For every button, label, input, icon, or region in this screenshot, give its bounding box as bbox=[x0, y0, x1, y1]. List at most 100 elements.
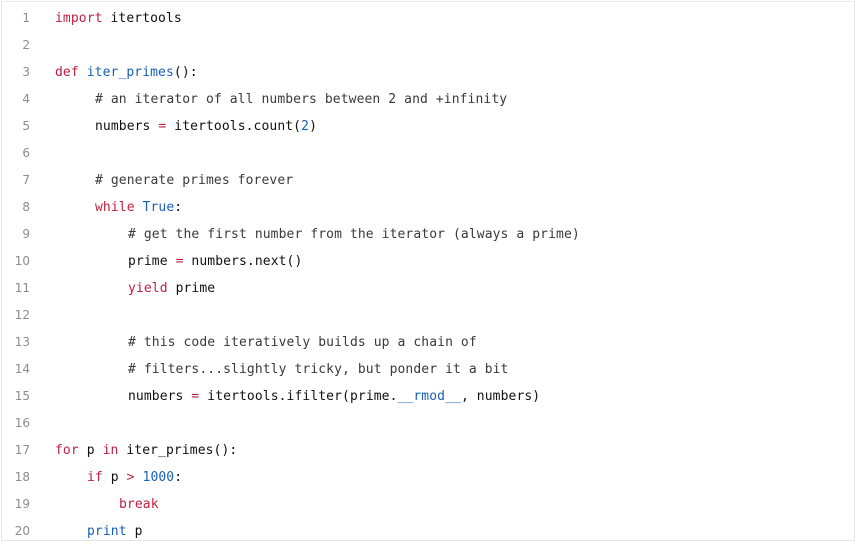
code-text[interactable]: # filters...slightly tricky, but ponder … bbox=[128, 356, 508, 383]
code-line: 10 prime = numbers.next() bbox=[2, 248, 854, 275]
line-number: 10 bbox=[14, 254, 30, 268]
code-token: (): bbox=[173, 65, 198, 80]
code-token: __rmod__ bbox=[397, 389, 461, 404]
code-token: p bbox=[126, 524, 143, 539]
line-number: 5 bbox=[22, 119, 30, 133]
line-number: 19 bbox=[14, 497, 30, 511]
code-text[interactable]: while True: bbox=[95, 194, 182, 221]
code-token: = bbox=[191, 389, 200, 404]
code-text[interactable]: # get the first number from the iterator… bbox=[128, 221, 580, 248]
code-token: 2 bbox=[301, 119, 310, 134]
code-token: break bbox=[119, 497, 159, 512]
code-text[interactable]: print p bbox=[87, 518, 143, 540]
code-token: : bbox=[174, 470, 183, 485]
code-token: def bbox=[55, 65, 79, 80]
line-number: 14 bbox=[14, 362, 30, 376]
line-number: 12 bbox=[14, 308, 30, 322]
line-number-gutter bbox=[2, 2, 38, 540]
line-number: 1 bbox=[22, 11, 30, 25]
code-line: 6 bbox=[2, 140, 854, 167]
code-line: 18 if p > 1000: bbox=[2, 464, 854, 491]
code-line: 11 yield prime bbox=[2, 275, 854, 302]
code-token: ) bbox=[309, 119, 317, 134]
line-number: 16 bbox=[14, 416, 30, 430]
line-number: 2 bbox=[22, 38, 30, 52]
code-token bbox=[135, 200, 143, 215]
code-token: # filters...slightly tricky, but ponder … bbox=[128, 362, 509, 377]
code-token: yield bbox=[128, 281, 168, 296]
code-token: prime bbox=[128, 254, 176, 269]
code-token: p bbox=[102, 470, 127, 485]
code-token: numbers bbox=[128, 389, 192, 404]
code-token: = bbox=[158, 119, 167, 134]
code-text[interactable]: numbers = itertools.count(2) bbox=[95, 113, 317, 140]
code-line: 15 numbers = itertools.ifilter(prime.__rm… bbox=[2, 383, 854, 410]
code-line: 5 numbers = itertools.count(2) bbox=[2, 113, 854, 140]
code-token: iter_primes bbox=[86, 65, 174, 80]
code-line: 16 bbox=[2, 410, 854, 437]
line-number: 6 bbox=[22, 146, 30, 160]
line-number: 11 bbox=[14, 281, 30, 295]
code-token: numbers.next() bbox=[183, 254, 303, 269]
code-token: : bbox=[174, 200, 183, 215]
code-line: 13 # this code iteratively builds up a ch… bbox=[2, 329, 854, 356]
code-token: prime bbox=[167, 281, 216, 296]
code-token: # get the first number from the iterator… bbox=[128, 227, 580, 242]
code-token bbox=[79, 65, 87, 80]
code-token: # generate primes forever bbox=[95, 173, 294, 188]
code-line: 17 for p in iter_primes(): bbox=[2, 437, 854, 464]
code-token: while bbox=[95, 200, 135, 215]
code-line: 8 while True: bbox=[2, 194, 854, 221]
code-text[interactable]: yield prime bbox=[128, 275, 215, 302]
code-token: True bbox=[142, 200, 175, 215]
line-number: 17 bbox=[14, 443, 30, 457]
code-line: 1 import itertools bbox=[2, 5, 854, 32]
code-line: 12 bbox=[2, 302, 854, 329]
line-number: 3 bbox=[22, 65, 30, 79]
code-text[interactable]: if p > 1000: bbox=[87, 464, 182, 491]
code-text[interactable]: prime = numbers.next() bbox=[128, 248, 302, 275]
code-line: 2 bbox=[2, 32, 854, 59]
code-token: import bbox=[55, 11, 103, 26]
code-line: 20 print p bbox=[2, 518, 854, 540]
code-line: 19 break bbox=[2, 491, 854, 518]
code-text[interactable]: # generate primes forever bbox=[95, 167, 293, 194]
line-number: 9 bbox=[22, 227, 30, 241]
code-line: 14 # filters...slightly tricky, but ponde… bbox=[2, 356, 854, 383]
code-token: # this code iteratively builds up a chai… bbox=[128, 335, 477, 350]
code-token: print bbox=[87, 524, 127, 539]
code-text[interactable]: break bbox=[119, 491, 159, 518]
code-text[interactable]: for p in iter_primes(): bbox=[55, 437, 237, 464]
line-number: 13 bbox=[14, 335, 30, 349]
line-number: 4 bbox=[22, 92, 30, 106]
code-token: in bbox=[102, 443, 119, 458]
code-text[interactable]: # this code iteratively builds up a chai… bbox=[128, 329, 477, 356]
line-number: 8 bbox=[22, 200, 30, 214]
code-token: numbers bbox=[95, 119, 159, 134]
code-token bbox=[135, 470, 143, 485]
code-token: itertools.ifilter(prime. bbox=[199, 389, 398, 404]
line-number: 7 bbox=[22, 173, 30, 187]
code-token: itertools bbox=[102, 11, 182, 26]
code-token: , numbers) bbox=[460, 389, 541, 404]
code-text[interactable]: import itertools bbox=[55, 5, 182, 32]
code-token: # an iterator of all numbers between 2 a… bbox=[95, 92, 508, 107]
code-token: itertools.count( bbox=[166, 119, 302, 134]
code-token: 1000 bbox=[142, 470, 175, 485]
code-line: 7 # generate primes forever bbox=[2, 167, 854, 194]
code-text[interactable]: # an iterator of all numbers between 2 a… bbox=[95, 86, 507, 113]
line-number: 18 bbox=[14, 470, 30, 484]
code-text[interactable]: numbers = itertools.ifilter(prime.__rmod… bbox=[128, 383, 540, 410]
code-token: = bbox=[175, 254, 184, 269]
code-token: if bbox=[87, 470, 103, 485]
line-number: 15 bbox=[14, 389, 30, 403]
line-number: 20 bbox=[14, 524, 30, 538]
code-token: p bbox=[78, 443, 103, 458]
code-line: 3 def iter_primes(): bbox=[2, 59, 854, 86]
code-token: for bbox=[55, 443, 79, 458]
code-line: 9 # get the first number from the iterato… bbox=[2, 221, 854, 248]
code-token: > bbox=[126, 470, 135, 485]
code-line: 4 # an iterator of all numbers between 2 … bbox=[2, 86, 854, 113]
code-text[interactable]: def iter_primes(): bbox=[55, 59, 198, 86]
